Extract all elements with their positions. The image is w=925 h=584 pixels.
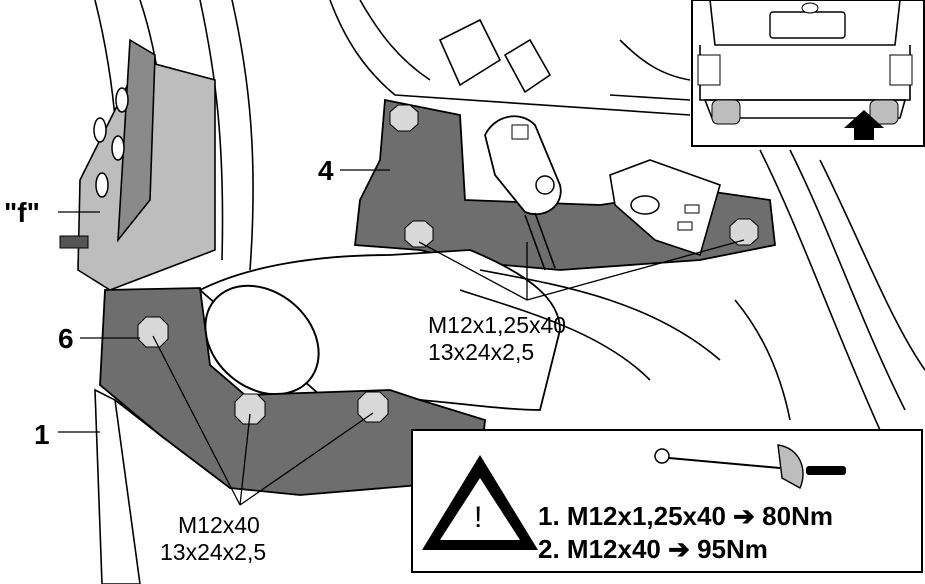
label-part-f: "f" <box>4 197 40 228</box>
vehicle-body-outline <box>94 0 925 431</box>
torque-spec-box: ! 1. M12x1,25x40 ➔ 80Nm 2. M12x40 ➔ 95Nm <box>411 429 923 573</box>
warning-triangle-icon: ! <box>422 455 538 550</box>
bracket-f <box>59 38 216 291</box>
lower-bolt-size: M12x40 <box>178 512 260 538</box>
frame-rail-1 <box>94 388 161 584</box>
upper-bolt-size: M12x1,25x40 <box>428 312 566 338</box>
rubber-hanger <box>484 115 562 271</box>
view-direction-arrow-icon <box>844 110 884 140</box>
leader-lines <box>58 169 745 506</box>
warning-symbol: ! <box>474 501 482 534</box>
torque-wrench-icon <box>654 444 846 489</box>
label-part-6: 6 <box>58 323 74 354</box>
torque-line-2: 2. M12x40 ➔ 95Nm <box>538 534 768 564</box>
torque-line-1: 1. M12x1,25x40 ➔ 80Nm <box>538 501 833 531</box>
mounting-plate <box>609 159 721 257</box>
bracket-6 <box>99 287 486 496</box>
label-part-4: 4 <box>318 155 334 186</box>
lower-bolt-washer: 13x24x2,5 <box>160 539 266 565</box>
vehicle-rear-view-inset <box>691 0 925 147</box>
exhaust-pipe <box>198 249 721 411</box>
label-part-1: 1 <box>34 419 50 450</box>
upper-bolt-washer: 13x24x2,5 <box>428 339 534 365</box>
